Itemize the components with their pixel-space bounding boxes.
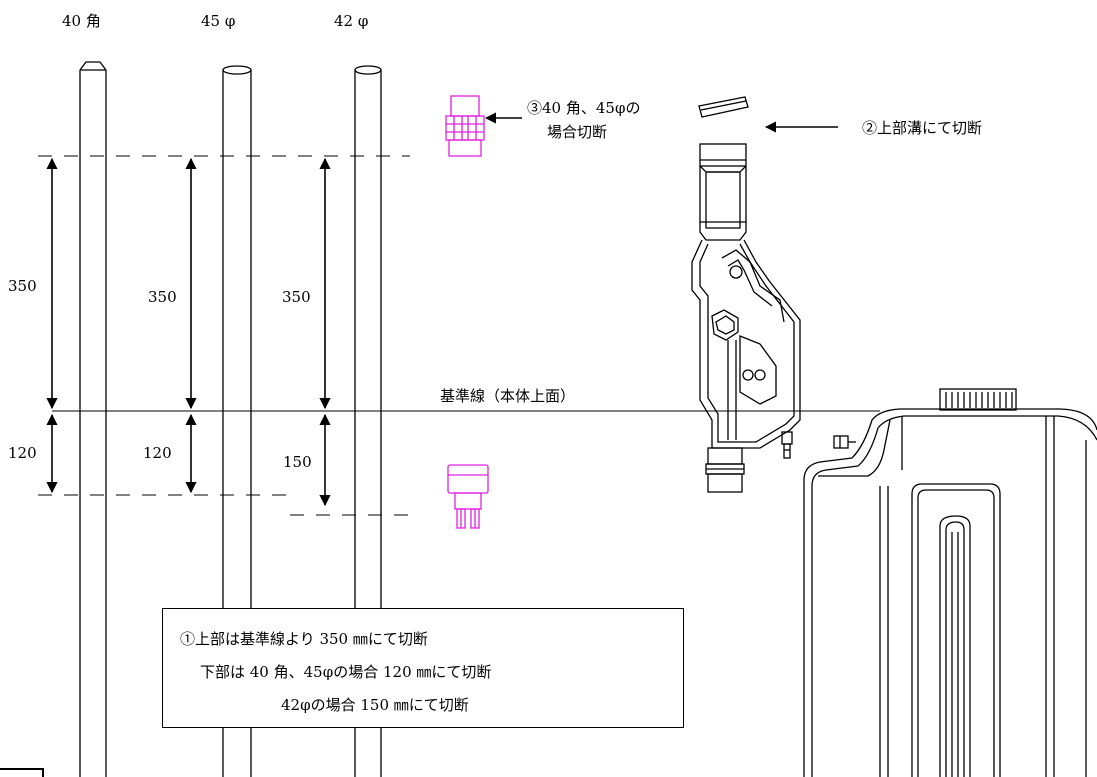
- cap-top-icon: [445, 95, 485, 157]
- pipe-40-square: [79, 61, 107, 777]
- note-line-1: ①上部は基準線より 350 ㎜にて切断: [180, 630, 428, 648]
- dim-bottom-pipe2: 120: [143, 444, 172, 462]
- dim-top-pipe2: 350: [148, 288, 177, 306]
- filler-nozzle: [691, 143, 801, 493]
- callout-cut-groove: ②上部溝にて切断: [862, 119, 982, 137]
- dim-bottom-pipe1: 120: [8, 444, 37, 462]
- note-line-3: 42φの場合 150 ㎜にて切断: [281, 696, 469, 714]
- dim-bottom-pipe3: 150: [283, 453, 312, 471]
- callout-cut-caps-line1: ③40 角、45φの: [527, 99, 640, 117]
- cut-piece-icon: [698, 96, 749, 118]
- note-line-2: 下部は 40 角、45φの場合 120 ㎜にて切断: [200, 663, 492, 681]
- cutting-instructions-note: ①上部は基準線より 350 ㎜にて切断 下部は 40 角、45φの場合 120 …: [162, 608, 684, 728]
- pipe-label-42-round: 42 φ: [334, 12, 368, 30]
- dim-top-pipe3: 350: [282, 288, 311, 306]
- tank: [803, 388, 1097, 777]
- dim-top-pipe1: 350: [8, 277, 37, 295]
- dimension-arrows-top: [46, 157, 331, 410]
- corner-mark: [0, 768, 44, 777]
- reference-line-label: 基準線（本体上面）: [440, 387, 575, 405]
- dimension-arrows-bottom: [46, 413, 331, 507]
- pipe-label-45-round: 45 φ: [201, 12, 235, 30]
- pipe-label-40-square: 40 角: [62, 12, 101, 30]
- cap-bottom-icon: [447, 464, 489, 529]
- callout-cut-caps-line2: 場合切断: [547, 123, 607, 141]
